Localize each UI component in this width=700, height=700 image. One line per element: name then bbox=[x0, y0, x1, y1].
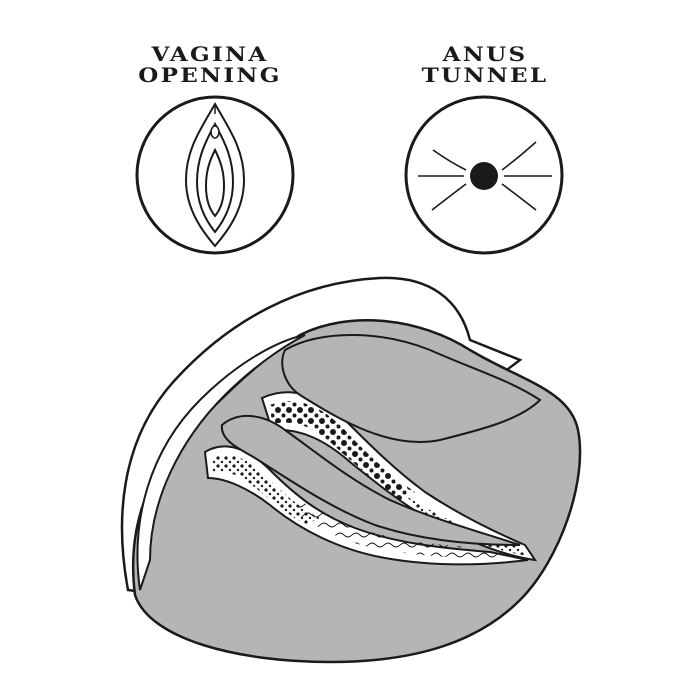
anus-opening-icon bbox=[406, 97, 562, 253]
cross-section-illustration bbox=[122, 278, 580, 662]
vagina-opening-icon bbox=[137, 97, 293, 253]
